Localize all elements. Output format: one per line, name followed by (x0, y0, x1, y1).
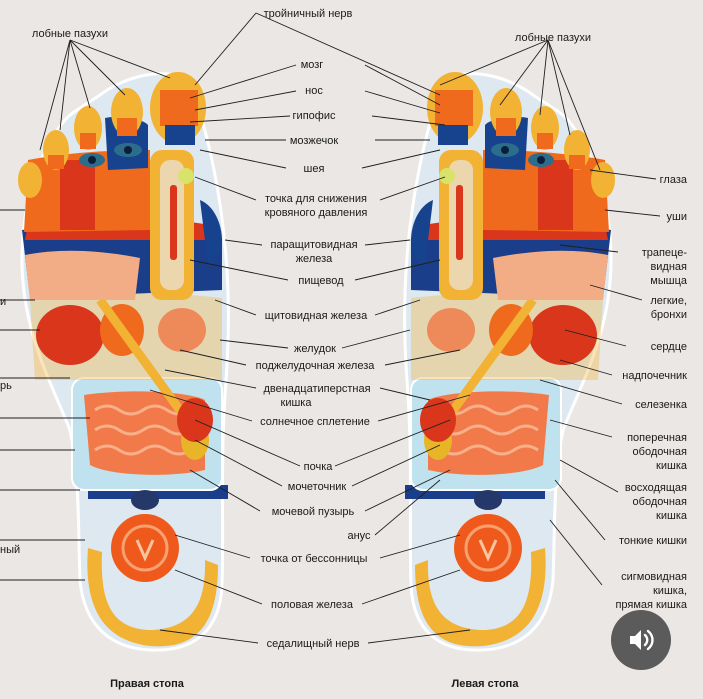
label-parathyroid-line1: паращитовидная (270, 239, 357, 251)
label-cut-left-1: и (0, 296, 6, 308)
label-brain: мозг (301, 59, 324, 71)
label-sciatic-nerve: седалищный нерв (267, 638, 360, 650)
title-right-foot: Правая стопа (110, 678, 185, 690)
label-anus: анус (347, 530, 371, 542)
label-cut-left-3: ный (0, 544, 20, 556)
label-trapezius-line1: трапеце- (642, 247, 688, 259)
label-frontal-sinus-left-foot: лобные пазухи (515, 32, 591, 44)
label-adrenal: надпочечник (622, 370, 687, 382)
label-kidney: почка (304, 461, 334, 473)
label-pituitary: гипофис (293, 110, 336, 122)
label-parathyroid-line2: железа (296, 253, 333, 265)
label-small-intestine: тонкие кишки (619, 535, 687, 547)
sound-toggle-button[interactable] (611, 610, 671, 670)
label-ascending-colon-line3: кишка (656, 510, 688, 522)
label-spleen: селезенка (635, 399, 688, 411)
label-frontal-sinus-right-foot: лобные пазухи (32, 28, 108, 40)
label-trapezius-line3: мышца (650, 275, 688, 287)
label-duodenum-line1: двенадцатиперстная (263, 383, 370, 395)
label-sigmoid-line3: прямая кишка (615, 599, 687, 611)
label-cerebellum: мозжечок (290, 135, 339, 147)
label-esophagus: пищевод (298, 275, 344, 287)
label-pressure-point-line2: кровяного давления (265, 207, 368, 219)
leader-lines (0, 12, 661, 644)
label-sigmoid-line2: кишка, (653, 585, 687, 597)
label-ears: уши (667, 211, 687, 223)
label-trapezius-line2: видная (650, 261, 687, 273)
label-pancreas: поджелудочная железа (256, 360, 376, 372)
label-trigeminal-nerve: тройничный нерв (264, 8, 353, 20)
label-nose: нос (305, 85, 323, 97)
label-transverse-colon-line2: ободочная (633, 446, 688, 458)
label-lungs-line1: легкие, (650, 295, 687, 307)
label-thyroid: щитовидная железа (265, 310, 368, 322)
label-gonad: половая железа (271, 599, 354, 611)
label-heart: сердце (651, 341, 687, 353)
label-sigmoid-line1: сигмовидная (621, 571, 687, 583)
label-ascending-colon-line2: ободочная (633, 496, 688, 508)
label-bladder: мочевой пузырь (272, 506, 355, 518)
label-ascending-colon-line1: восходящая (625, 482, 687, 494)
label-neck: шея (304, 163, 325, 175)
label-duodenum-line2: кишка (281, 397, 313, 409)
speaker-icon (630, 629, 654, 651)
label-stomach: желудок (294, 343, 336, 355)
label-ureter: мочеточник (288, 481, 347, 493)
label-lungs-line2: бронхи (651, 309, 687, 321)
label-pressure-point-line1: точка для снижения (265, 193, 367, 205)
label-transverse-colon-line3: кишка (656, 460, 688, 472)
label-transverse-colon-line1: поперечная (627, 432, 687, 444)
label-cut-left-2: рь (0, 380, 12, 392)
label-insomnia-point: точка от бессонницы (261, 553, 368, 565)
label-eyes: глаза (660, 174, 688, 186)
title-left-foot: Левая стопа (452, 678, 520, 690)
label-solar-plexus: солнечное сплетение (260, 416, 370, 428)
